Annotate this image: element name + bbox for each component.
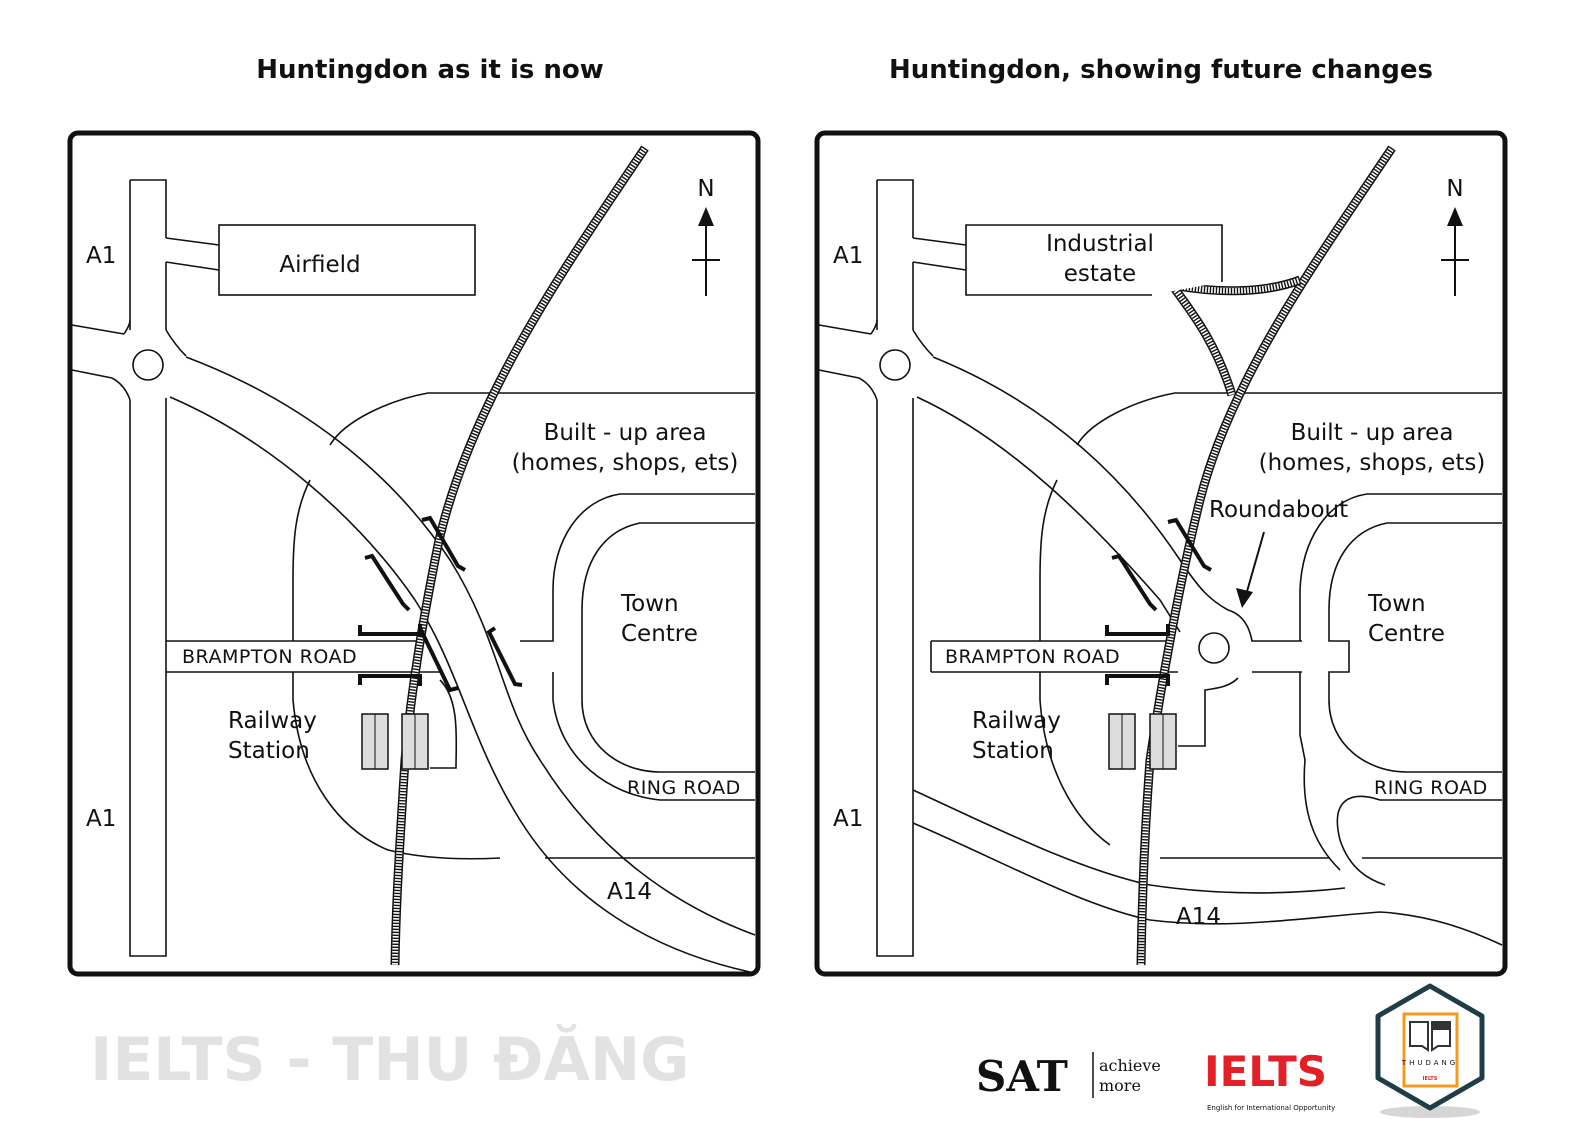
railway-station-label-2: Station [972,738,1054,764]
a1-label-top: A1 [833,243,863,269]
a1-label-bottom: A1 [86,806,116,832]
airfield-label: Airfield [279,252,360,278]
a1-label-bottom: A1 [833,806,863,832]
sat-wordmark: SAT [976,1052,1068,1101]
a14-road-edge [169,396,751,973]
built-up-boundary [329,392,755,446]
north-arrow-icon [1441,207,1469,296]
railway-station-label-2: Station [228,738,310,764]
town-centre-label-2: Centre [1368,621,1445,647]
watermark: IELTS - THU ĐĂNG [90,1023,689,1095]
brampton-road [930,640,1178,673]
a14-label: A14 [1176,904,1221,930]
ring-road-label: RING ROAD [627,777,741,799]
ring-road-outer [1160,493,1502,871]
town-centre-label: Town [1367,591,1426,617]
map-future: Industrial estate N A1 A1 Built - up are… [814,130,1508,977]
roundabout-a1 [879,349,911,381]
new-a14-edge [912,822,1503,946]
sat-tagline: achieve [1099,1056,1161,1075]
railway-station-platforms [361,713,429,770]
ring-road-inner [581,522,755,773]
map-frame [814,130,1508,977]
a14-road-edge [185,356,756,936]
a1-label-top: A1 [86,243,116,269]
a14-label: A14 [607,879,652,905]
a1-road [71,179,220,957]
thudang-sub: IELTS [1423,1076,1438,1082]
roundabout-a1 [132,349,164,381]
railway-line [1136,145,1396,966]
road-to-roundabout [932,356,1229,611]
station-access [430,679,458,769]
ielts-logo: IELTS English for International Opportun… [1204,1047,1335,1112]
built-up-label: Built - up area [544,420,707,446]
built-up-label: Built - up area [1291,420,1454,446]
town-centre-label: Town [620,591,679,617]
built-up-boundary [1039,479,1111,846]
industrial-estate-label-2: estate [1064,261,1136,287]
industrial-estate-label: Industrial [1046,231,1154,257]
ielts-wordmark: IELTS [1204,1047,1327,1096]
bridge-markers [358,515,523,693]
ring-road-outer [520,493,755,801]
bridge-markers [1105,517,1212,686]
north-label: N [697,176,714,202]
a1-road [818,179,967,957]
railway-station-label: Railway [972,708,1061,734]
sat-tagline-2: more [1099,1076,1141,1095]
road-to-roundabout [916,396,1181,633]
map-title-now: Huntingdon as it is now [256,55,604,85]
map-frame [67,130,761,977]
roundabout-pointer-arrow-icon [1236,531,1265,608]
sat-logo: SAT achieve more [976,1052,1161,1101]
built-up-boundary [292,479,755,860]
railway-station-label: Railway [228,708,317,734]
built-up-sublabel: (homes, shops, ets) [1259,450,1486,476]
map-now: Airfield N A1 A1 Built - up area (homes,… [67,130,761,977]
ring-road-inner [1328,522,1502,886]
town-centre-label-2: Centre [621,621,698,647]
railway-station-platforms [1108,713,1177,770]
new-roundabout-edge [1178,609,1302,747]
ielts-tagline: English for International Opportunity [1207,1104,1335,1112]
roundabout-label: Roundabout [1209,497,1348,523]
thudang-wordmark: THUDANG [1401,1059,1458,1067]
brampton-road-label: BRAMPTON ROAD [945,646,1120,668]
new-roundabout [1198,632,1230,664]
built-up-sublabel: (homes, shops, ets) [512,450,739,476]
railway-line [390,145,649,966]
new-a14-edge [912,789,1346,894]
airfield-box [218,224,476,296]
map-title-future: Huntingdon, showing future changes [889,55,1433,85]
north-arrow-icon [692,207,720,296]
industrial-estate-box [965,224,1223,296]
built-up-boundary [1076,392,1502,446]
thudang-badge-logo: THUDANG IELTS [1375,983,1485,1118]
ring-road-label: RING ROAD [1374,777,1488,799]
brampton-road [166,640,440,673]
north-label: N [1446,176,1463,202]
brampton-road-label: BRAMPTON ROAD [182,646,357,668]
